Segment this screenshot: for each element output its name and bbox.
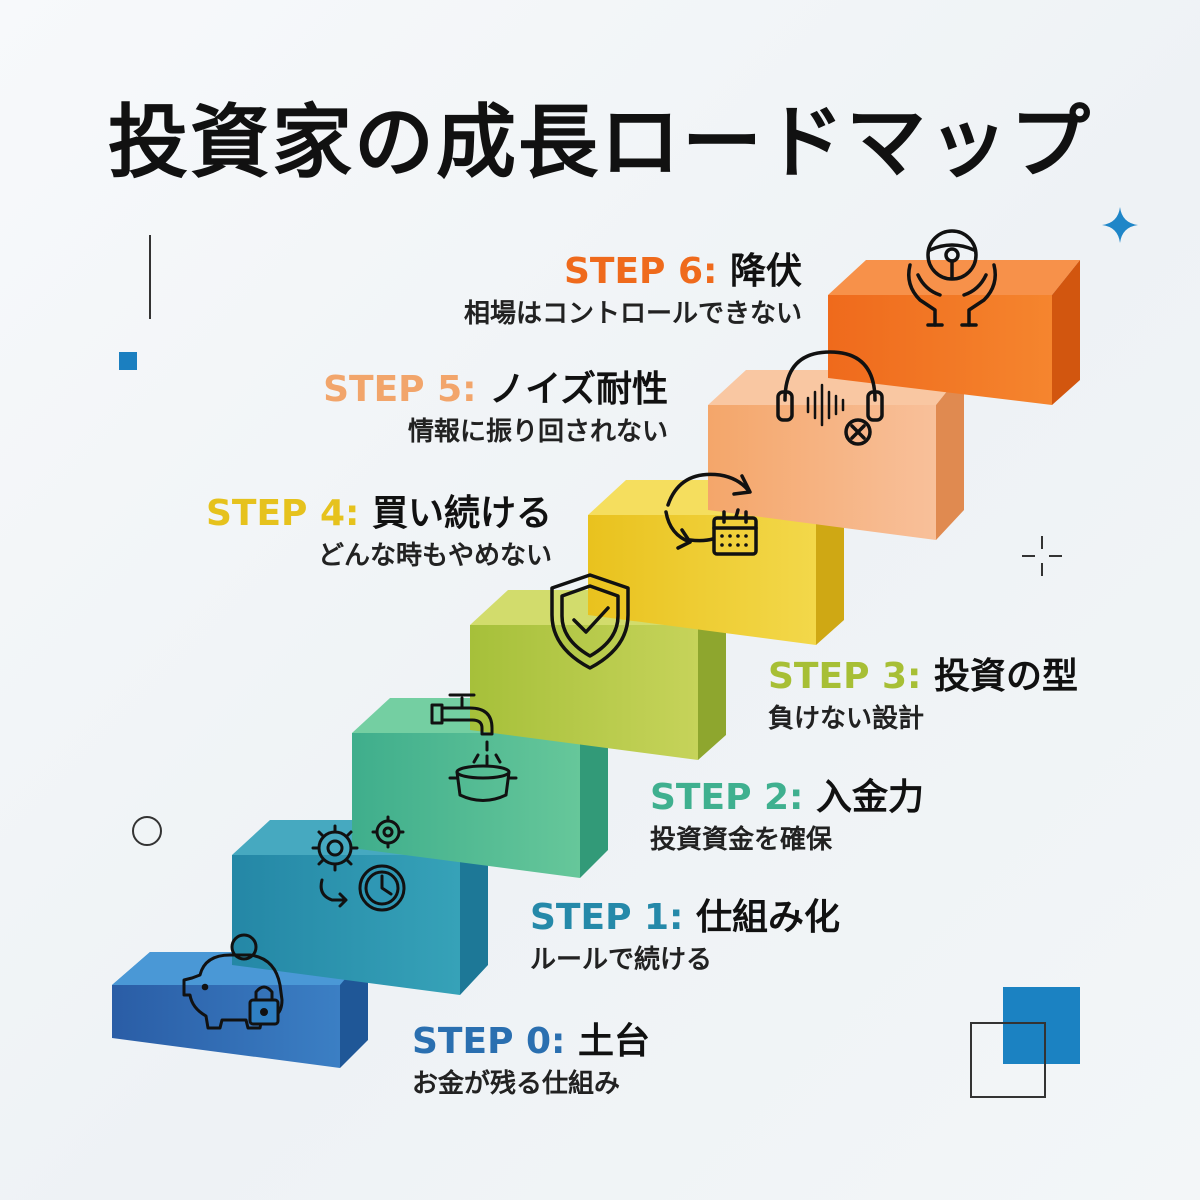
step-0-label: STEP 0: 土台 お金が残る仕組み [412, 1020, 650, 1102]
hands-steering-wheel-icon [907, 229, 997, 327]
circle-decoration [132, 816, 162, 846]
blue-square-decoration [119, 352, 137, 370]
step-4-label: STEP 4: 買い続ける どんな時もやめない [206, 492, 552, 574]
step-2-number: STEP 2: [650, 777, 804, 818]
step-0-number: STEP 0: [412, 1021, 566, 1062]
step-3-label: STEP 3: 投資の型 負けない設計 [768, 655, 1078, 737]
step-5-block [708, 370, 964, 540]
sparkle-decoration [1102, 207, 1138, 243]
step-4-name: 買い続ける [371, 493, 552, 534]
step-1-desc: ルールで続ける [530, 945, 713, 975]
step-0-desc: お金が残る仕組み [412, 1069, 621, 1099]
step-6-name: 降伏 [729, 251, 802, 292]
step-2-desc: 投資資金を確保 [650, 825, 833, 855]
step-3-number: STEP 3: [768, 656, 922, 697]
step-1-name: 仕組み化 [696, 897, 841, 938]
outline-square-decoration [970, 1022, 1046, 1098]
step-5-desc: 情報に振り回されない [407, 417, 668, 447]
filled-square-decoration [1003, 987, 1080, 1064]
cycle-calendar-icon [664, 472, 758, 556]
page-title: 投資家の成長ロードマップ [108, 96, 1092, 189]
step-3-name: 投資の型 [934, 656, 1079, 697]
step-6-desc: 相場はコントロールできない [463, 299, 802, 329]
step-1-label: STEP 1: 仕組み化 ルールで続ける [530, 896, 840, 978]
crosshair-decoration [1022, 536, 1062, 576]
vertical-line-decoration [149, 235, 151, 319]
step-5-label: STEP 5: ノイズ耐性 情報に振り回されない [323, 368, 668, 450]
step-6-number: STEP 6: [563, 251, 718, 292]
step-0-name: 土台 [578, 1021, 651, 1062]
step-5-number: STEP 5: [323, 369, 477, 410]
headphones-mute-icon [776, 350, 884, 446]
step-4-number: STEP 4: [205, 493, 360, 534]
gears-clock-icon [311, 815, 406, 912]
step-6-label: STEP 6: 降伏 相場はコントロールできない [464, 250, 802, 332]
step-5-name: ノイズ耐性 [489, 369, 668, 410]
step-4-desc: どんな時もやめない [317, 541, 552, 571]
faucet-pot-icon [430, 693, 518, 802]
shield-check-icon [550, 573, 630, 670]
step-2-name: 入金力 [816, 777, 925, 818]
piggy-bank-lock-icon [182, 933, 284, 1030]
step-3-desc: 負けない設計 [768, 704, 925, 734]
step-1-number: STEP 1: [530, 897, 684, 938]
step-2-label: STEP 2: 入金力 投資資金を確保 [650, 776, 924, 858]
